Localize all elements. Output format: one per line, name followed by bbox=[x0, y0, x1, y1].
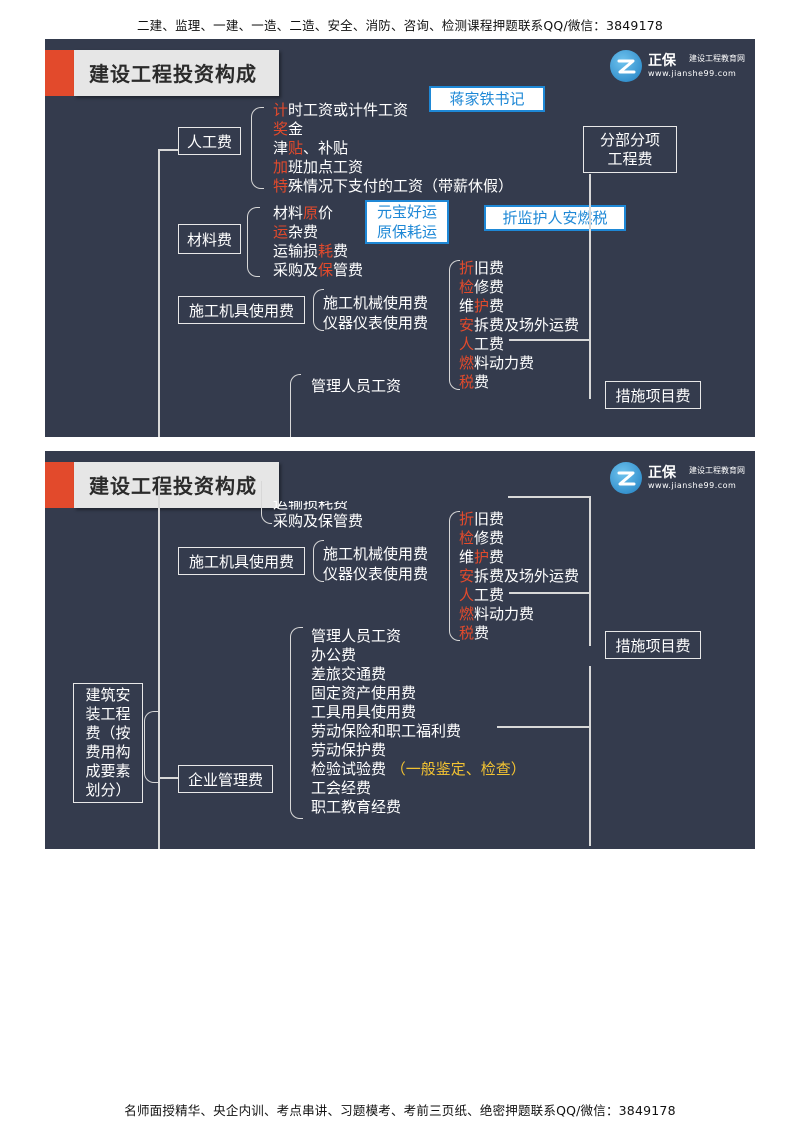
mgmt-to-right-line bbox=[497, 726, 591, 728]
logo-name: 正保 bbox=[648, 53, 676, 69]
logo-subtitle: 建设工程教育网 bbox=[689, 54, 745, 63]
labor-item: 计时工资或计件工资 bbox=[273, 101, 409, 119]
logo-url: www.jianshe99.com bbox=[648, 481, 737, 490]
machine-sub-item: 维护费 bbox=[459, 548, 505, 566]
logo-icon bbox=[610, 462, 642, 494]
title-banner bbox=[74, 50, 279, 96]
mgmt-item: 劳动保险和职工福利费 bbox=[311, 722, 462, 740]
material-item: 运输损耗费 bbox=[273, 242, 349, 260]
labor-cost-box: 人工费 bbox=[178, 127, 241, 155]
right-vertical-line bbox=[589, 496, 591, 646]
machine-sub-item: 检修费 bbox=[459, 529, 505, 547]
slide-2: 建设工程投资构成 正保 建设工程教育网 www.jianshe99.com 运输… bbox=[45, 451, 755, 849]
measures-cost-box: 措施项目费 bbox=[605, 381, 701, 409]
right-vertical-line bbox=[589, 174, 591, 399]
mgmt-brace bbox=[290, 627, 303, 819]
mgmt-item: 职工教育经费 bbox=[311, 798, 402, 816]
labor-brace bbox=[251, 107, 264, 189]
machine-item: 施工机械使用费 bbox=[323, 294, 429, 312]
machine-sub-item: 燃料动力费 bbox=[459, 605, 535, 623]
title-accent bbox=[45, 462, 74, 508]
machine-sub-item: 税费 bbox=[459, 624, 490, 642]
mgmt-cost-box: 企业管理费 bbox=[178, 765, 273, 793]
title-accent bbox=[45, 50, 74, 96]
mgmt-item: 管理人员工资 bbox=[311, 377, 402, 395]
logo-name: 正保 bbox=[648, 465, 676, 481]
labor-mnemonic-note: 蒋家铁书记 bbox=[429, 86, 545, 112]
machine-item: 施工机械使用费 bbox=[323, 545, 429, 563]
machine-sub-item: 安拆费及场外运费 bbox=[459, 316, 580, 334]
material-mnemonic-note: 元宝好运原保耗运 bbox=[365, 200, 449, 244]
machine-cost-box: 施工机具使用费 bbox=[178, 547, 305, 575]
trunk-line bbox=[158, 149, 160, 437]
material-item-partial: 运输损耗费 bbox=[273, 494, 349, 512]
material-note-line-1: 元宝好运 bbox=[376, 203, 437, 221]
machine-to-right-line bbox=[509, 592, 591, 594]
root-cost-box: 建筑安 装工程 费（按 费用构 成要素 划分） bbox=[73, 683, 143, 803]
right-lower-line bbox=[589, 666, 591, 846]
machine-sub-item: 折旧费 bbox=[459, 259, 505, 277]
mgmt-item: 劳动保护费 bbox=[311, 741, 387, 759]
mgmt-item: 工会经费 bbox=[311, 779, 372, 797]
machine-sub-item: 人工费 bbox=[459, 335, 505, 353]
title-banner bbox=[74, 462, 279, 508]
page-header: 二建、监理、一建、一造、二造、安全、消防、咨询、检测课程押题联系QQ/微信：38… bbox=[136, 18, 664, 33]
labor-item: 奖金 bbox=[273, 120, 304, 138]
mgmt-item: 工具用具使用费 bbox=[311, 703, 417, 721]
section-works-cost-box: 分部分项 工程费 bbox=[583, 126, 677, 173]
machine-item: 仪器仪表使用费 bbox=[323, 314, 429, 332]
machine-sub-item: 检修费 bbox=[459, 278, 505, 296]
top-branch-line bbox=[508, 496, 591, 498]
material-item: 运杂费 bbox=[273, 223, 319, 241]
machine-sub-item: 税费 bbox=[459, 373, 490, 391]
logo-url: www.jianshe99.com bbox=[648, 69, 737, 78]
machine-sub-item: 人工费 bbox=[459, 586, 505, 604]
mgmt-item: 检验试验费 （一般鉴定、检查） bbox=[311, 760, 526, 778]
machine-to-right-line bbox=[509, 339, 591, 341]
material-brace bbox=[247, 207, 260, 277]
machine-sub-item: 维护费 bbox=[459, 297, 505, 315]
root-brace bbox=[144, 711, 159, 783]
measures-cost-box: 措施项目费 bbox=[605, 631, 701, 659]
material-item: 材料原价 bbox=[273, 204, 334, 222]
logo-icon bbox=[610, 50, 642, 82]
machine-item: 仪器仪表使用费 bbox=[323, 565, 429, 583]
material-cost-box: 材料费 bbox=[178, 224, 241, 254]
machine-cost-box: 施工机具使用费 bbox=[178, 296, 305, 324]
inspection-note: （一般鉴定、检查） bbox=[386, 760, 526, 778]
mgmt-connector bbox=[158, 777, 178, 779]
machine-sub-item: 安拆费及场外运费 bbox=[459, 567, 580, 585]
labor-item: 加班加点工资 bbox=[273, 158, 364, 176]
slide-title: 建设工程投资构成 bbox=[89, 474, 257, 498]
mgmt-item: 固定资产使用费 bbox=[311, 684, 417, 702]
slide-title: 建设工程投资构成 bbox=[89, 62, 257, 86]
material-note-line-2: 原保耗运 bbox=[376, 223, 437, 241]
trunk-connector bbox=[158, 149, 178, 151]
mgmt-item: 办公费 bbox=[311, 646, 357, 664]
mgmt-item: 差旅交通费 bbox=[311, 665, 387, 683]
labor-item: 特殊情况下支付的工资（带薪休假） bbox=[273, 177, 514, 195]
labor-item: 津贴、补贴 bbox=[273, 139, 349, 157]
slide-1: 建设工程投资构成 正保 建设工程教育网 www.jianshe99.com 人工… bbox=[45, 39, 755, 437]
material-item: 采购及保管费 bbox=[273, 512, 364, 530]
material-brace-partial bbox=[261, 481, 272, 524]
machine-sub-item: 燃料动力费 bbox=[459, 354, 535, 372]
material-item: 采购及保管费 bbox=[273, 261, 364, 279]
mgmt-item: 管理人员工资 bbox=[311, 627, 402, 645]
mgmt-brace bbox=[290, 374, 301, 437]
trunk-line bbox=[158, 481, 160, 849]
machine-mnemonic-note: 折监护人安燃税 bbox=[484, 205, 626, 231]
machine-sub-item: 折旧费 bbox=[459, 510, 505, 528]
page-footer: 名师面授精华、央企内训、考点串讲、习题模考、考前三页纸、绝密押题联系QQ/微信：… bbox=[124, 1103, 676, 1118]
logo-subtitle: 建设工程教育网 bbox=[689, 466, 745, 475]
